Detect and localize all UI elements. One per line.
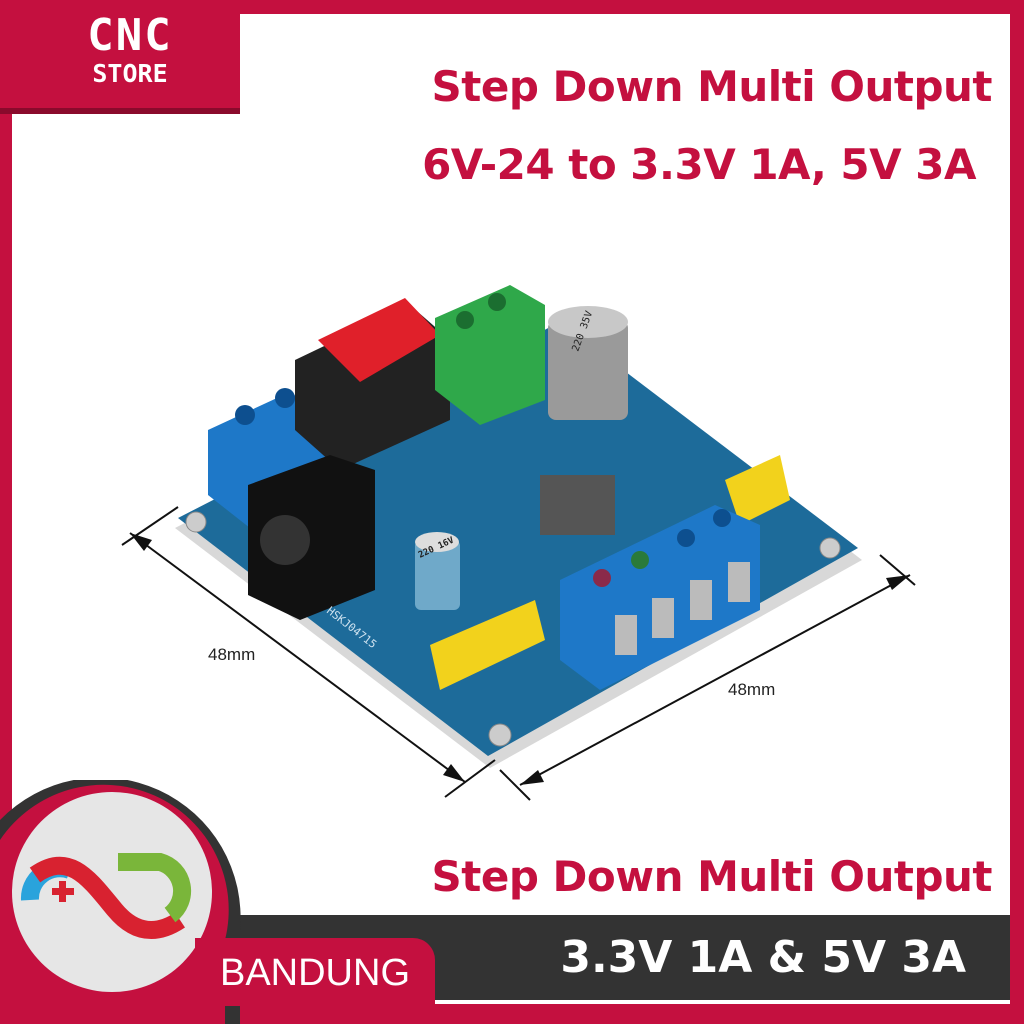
dimension-label-left: 48mm bbox=[208, 645, 256, 664]
footer-title: Step Down Multi Output bbox=[431, 852, 993, 901]
bandung-logo-emblem bbox=[0, 780, 241, 1024]
headline-line1: Step Down Multi Output bbox=[431, 62, 993, 111]
store-logo: CNC STORE bbox=[0, 0, 240, 108]
location-tab bbox=[195, 938, 435, 1006]
logo-text-store: STORE bbox=[92, 59, 168, 88]
logo-text-cnc: CNC bbox=[87, 10, 173, 61]
headline-line2: 6V-24 to 3.3V 1A, 5V 3A bbox=[422, 140, 976, 189]
dimension-label-right: 48mm bbox=[728, 680, 776, 699]
location-label: BANDUNG bbox=[219, 952, 411, 994]
footer-spec: 3.3V 1A & 5V 3A bbox=[560, 932, 966, 983]
